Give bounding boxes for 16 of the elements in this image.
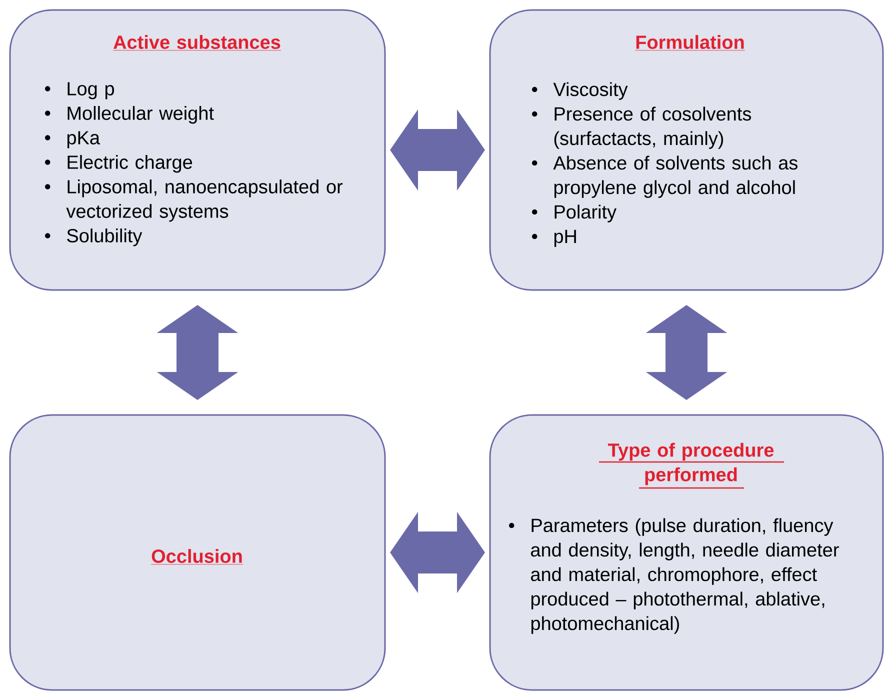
bullet-item: Solubility — [45, 228, 142, 246]
bullet-item: Presence of cosolvents (surfactacts, mainly) — [532, 106, 752, 149]
bullet-item: Polarity — [532, 204, 616, 222]
bullet-item: Electric charge — [45, 155, 192, 173]
bullet-item: Mollecular weight — [45, 106, 214, 124]
bullet-item: Parameters (pulse duration, fluency and density, length, needle diameter and material, chromophore, effect produced – photothermal, ablative, photomechanical) — [509, 518, 839, 634]
heading: Formulation — [634, 35, 746, 51]
bullet-item: Viscosity — [532, 82, 628, 100]
heading: Occlusion — [150, 549, 244, 565]
heading: Active substances — [112, 35, 282, 51]
bullet-item: pKa — [45, 131, 100, 148]
bullet-item: pH — [532, 230, 576, 247]
bullet-item: Log p — [45, 82, 114, 100]
bullet-item: Liposomal, nanoencapsulated or vectorized systems — [45, 180, 343, 222]
heading: Type of procedure performed — [599, 442, 784, 489]
bullet-item: Absence of solvents such as propylene glycol and alcohol — [532, 156, 798, 198]
